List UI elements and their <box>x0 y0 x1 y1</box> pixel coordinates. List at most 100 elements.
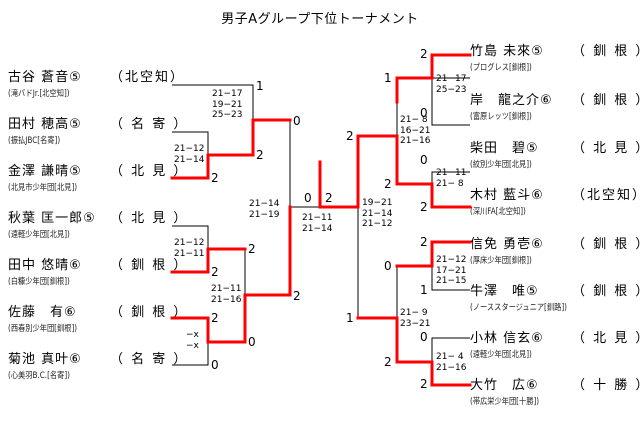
player-left-1: 古谷 蒼音⑤ （北空知） (滝バドJr.[北空知]) <box>8 66 183 99</box>
winner-line <box>395 53 472 104</box>
player-name: 竹島 未來⑤ <box>470 44 544 59</box>
left-bracket-winner <box>170 118 360 344</box>
bracket-line <box>431 266 470 291</box>
player-club: (帯広栄少年団[十勝]) <box>470 397 540 407</box>
match-score: 2 <box>211 265 219 279</box>
match-score: 1 <box>384 71 392 85</box>
player-name: 柴田 碧⑤ <box>470 141 539 156</box>
player-name: 信免 勇壱⑥ <box>470 237 544 252</box>
player-name: 古谷 蒼音⑤ <box>8 70 82 85</box>
player-name: 木村 藍斗⑥ <box>470 188 544 203</box>
player-name: 田村 穂高⑤ <box>8 117 82 132</box>
match-score: 0 <box>420 106 428 120</box>
match-score: 2 <box>384 355 392 369</box>
player-right-2: 岸 龍之介⑥ （ 釧 根 ） (富原レッツ[釧根]) <box>470 89 640 122</box>
bracket-line <box>172 84 254 120</box>
player-right-4: 木村 藍斗⑥ （北空知） (深川FA[北空知]) <box>470 184 640 217</box>
player-name: 秋葉 匡一郎⑤ <box>8 211 96 226</box>
player-region: （ 名 寄 ） <box>110 117 189 132</box>
winner-line <box>170 205 292 344</box>
player-right-7: 小林 信玄⑥ （ 北 見 ） (遠軽少年団[北見]) <box>470 327 640 360</box>
player-club: (プログレス[釧根]) <box>470 63 532 73</box>
match-score: 0 <box>420 330 428 344</box>
winner-line <box>170 118 292 180</box>
player-region: （ 北 見 ） <box>572 331 640 346</box>
player-club: (滝バドJr.[北空知]) <box>8 89 70 99</box>
match-score: 2 <box>293 289 301 303</box>
match-score: 0 <box>211 358 219 372</box>
player-region: （北空知） <box>110 70 186 85</box>
bracket-line <box>431 337 470 362</box>
match-score: 2 <box>248 242 256 256</box>
bracket-line <box>172 225 209 249</box>
match-score: 2 <box>420 235 428 249</box>
player-club: (西春別少年団[釧根]) <box>8 324 78 334</box>
match-score: 0 <box>248 335 256 349</box>
set-scores: 21−11 21−16 <box>211 284 242 305</box>
player-name: 菊池 真叶⑥ <box>8 352 82 367</box>
player-right-3: 柴田 碧⑤ （ 北 見 ） (紋別少年団[北見]) <box>470 137 640 170</box>
player-region: （北空知） <box>572 188 640 203</box>
player-right-5: 信免 勇壱⑥ （ 釧 根 ） (厚床少年団[釧根]) <box>470 233 640 266</box>
match-score: 2 <box>384 177 392 191</box>
player-name: 牛澤 唯⑤ <box>470 284 539 299</box>
set-scores: 21−17 19−21 25−23 <box>212 89 243 120</box>
set-scores: 21−11 21− 8 <box>436 168 467 189</box>
player-left-4: 秋葉 匡一郎⑤ （ 北 見 ） (遠軽少年団[北見]) <box>8 207 186 240</box>
set-scores: −x −x <box>186 330 199 351</box>
player-club: (振払JBC[名寄]) <box>8 136 61 146</box>
winner-line <box>356 134 472 209</box>
player-club: (遠軽少年団[北見]) <box>8 230 70 240</box>
player-club: (ノーススタージュニア[釧路]) <box>470 303 567 313</box>
bracket-line <box>172 342 209 366</box>
set-scores: 21−12 17−21 21−15 <box>436 255 467 286</box>
match-score: 0 <box>420 153 428 167</box>
player-region: （ 北 見 ） <box>110 211 189 226</box>
player-left-7: 菊池 真叶⑥ （ 名 寄 ） (心美羽B.C.[名寄]) <box>8 348 186 381</box>
player-region: （ 釧 根 ） <box>572 93 640 108</box>
player-club: (心美羽B.C.[名寄]) <box>8 371 70 381</box>
player-name: 大竹 広⑥ <box>470 378 539 393</box>
bracket-line <box>431 102 470 126</box>
player-name: 金澤 謙晴⑤ <box>8 164 82 179</box>
player-club: (遠軽少年団[北見]) <box>470 350 532 360</box>
final-set-scores: 21−11 21−14 <box>302 213 333 234</box>
player-club: (厚床少年団[釧根]) <box>470 256 532 266</box>
player-name: 岸 龍之介⑥ <box>470 93 553 108</box>
match-score: 2 <box>420 200 428 214</box>
set-scores: 19−21 21−14 21−12 <box>362 198 393 229</box>
winner-line <box>395 240 472 268</box>
set-scores: 21− 4 21−16 <box>436 352 467 373</box>
player-left-2: 田村 穂高⑤ （ 名 寄 ） (振払JBC[名寄]) <box>8 113 186 146</box>
player-club: (紋別少年団[北見]) <box>470 160 532 170</box>
right-bracket-black <box>357 77 470 362</box>
final-score-left: 0 <box>304 191 312 205</box>
page-title: 男子Aグループ下位トーナメント <box>221 12 419 27</box>
set-scores: 21−17 25−23 <box>436 74 467 95</box>
player-name: 田中 悠晴⑥ <box>8 258 82 273</box>
set-scores: 21−12 21−14 <box>174 144 205 165</box>
player-region: （ 釧 根 ） <box>572 44 640 59</box>
match-score: 2 <box>256 148 264 162</box>
player-region: （ 釧 根 ） <box>110 305 189 320</box>
player-left-6: 佐藤 有⑥ （ 釧 根 ） (西春別少年団[釧根]) <box>8 301 186 334</box>
set-scores: 21− 8 16−21 21−16 <box>400 115 431 146</box>
player-region: （ 名 寄 ） <box>110 352 189 367</box>
winner-line <box>170 247 247 274</box>
match-score: 2 <box>420 377 428 391</box>
winner-line <box>356 316 472 387</box>
player-left-3: 金澤 謙晴⑤ （ 北 見 ） (北見市少年団[北見]) <box>8 160 186 193</box>
bracket-line <box>172 131 209 155</box>
player-right-1: 竹島 未來⑤ （ 釧 根 ） (プログレス[釧根]) <box>470 40 640 73</box>
player-club: (深川FA[北空知]) <box>470 207 526 217</box>
match-score: 0 <box>384 259 392 273</box>
winner-line <box>318 160 360 209</box>
set-scores: 21−14 21−19 <box>249 199 280 220</box>
player-right-6: 牛澤 唯⑤ （ 釧 根 ） (ノーススタージュニア[釧路]) <box>470 280 640 313</box>
left-bracket-black <box>172 84 320 366</box>
match-score: 2 <box>420 47 428 61</box>
set-scores: 21− 9 23−21 <box>400 308 431 329</box>
player-region: （ 十 勝 ） <box>572 378 640 393</box>
player-left-5: 田中 悠晴⑥ （ 釧 根 ） (白糠少年団[釧根]) <box>8 254 186 287</box>
